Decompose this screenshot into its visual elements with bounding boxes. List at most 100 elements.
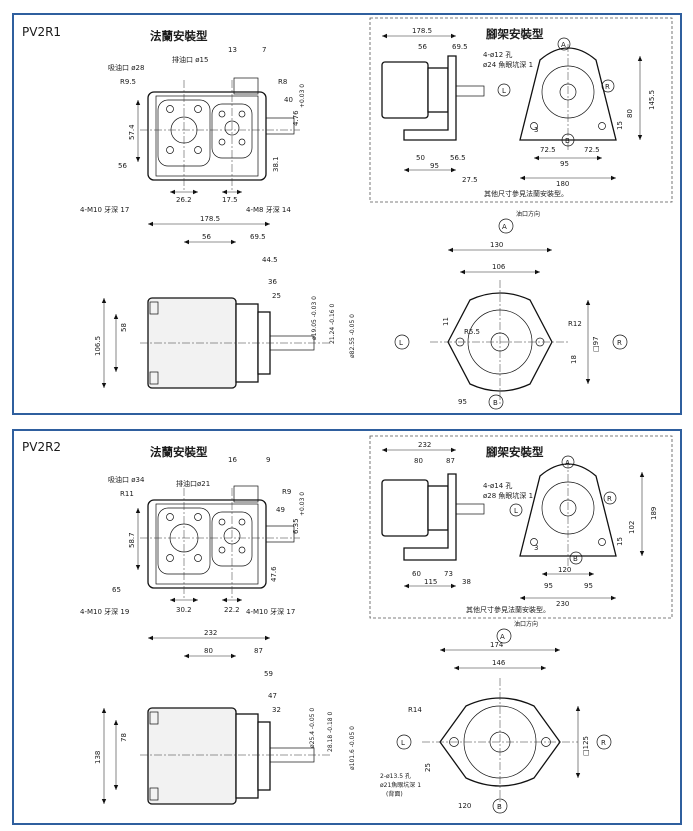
fv-mark-l: L xyxy=(401,739,405,747)
flange-hole-2: ø21魚眼坑深 1 xyxy=(380,781,421,789)
fv-120: 120 xyxy=(458,802,471,810)
fv-mark-a: A xyxy=(500,633,505,641)
ft-95: 95 xyxy=(430,162,439,170)
dim-r: R11 xyxy=(120,490,134,498)
ft-15: 15 xyxy=(616,537,624,546)
sd-36: 36 xyxy=(268,278,277,286)
discharge-label: 排油口 ø15 xyxy=(172,55,208,64)
sd-key: 28.18 -0.18 0 xyxy=(327,711,334,752)
foot-side-shaft xyxy=(455,503,485,515)
sd-44-5: 44.5 xyxy=(262,256,278,264)
ft-80: 80 xyxy=(414,457,423,465)
sd-80: 80 xyxy=(204,647,213,655)
fv-port-dir: 油口方向 xyxy=(516,210,540,218)
foot-mount-title: 腳架安裝型 xyxy=(486,445,544,459)
flange-inner xyxy=(155,95,259,177)
dim-4-76: 4.76 xyxy=(292,110,300,126)
dim-47-6: 47.6 xyxy=(270,566,278,582)
sd-pilot: ø101.6 -0.05 0 xyxy=(349,726,356,770)
fv-18: 18 xyxy=(570,355,578,364)
foot-side-body xyxy=(381,479,429,537)
ft-95a: 95 xyxy=(544,582,553,590)
foot-side-shaft xyxy=(455,85,485,97)
flange-mount-title: 法蘭安裝型 xyxy=(150,445,208,459)
ft-60: 60 xyxy=(412,570,421,578)
foot-side-bracket xyxy=(403,473,457,561)
foot-front-bracket xyxy=(519,47,617,141)
fv-r14: R14 xyxy=(408,706,422,714)
ft-56: 56 xyxy=(418,43,427,51)
dim-13: 13 xyxy=(228,46,237,54)
flange-boss xyxy=(233,485,259,503)
ft-120: 120 xyxy=(558,566,571,574)
dim-r: R9.5 xyxy=(120,78,136,86)
fv-mark-b: B xyxy=(497,803,502,811)
ft-56-5: 56.5 xyxy=(450,154,466,162)
foot-note: 其他尺寸參見法蘭安裝型。 xyxy=(484,189,568,198)
ft-mark-l: L xyxy=(502,87,506,95)
fv-95: 95 xyxy=(458,398,467,406)
model-title: PV2R2 xyxy=(22,440,61,454)
foot-side-body xyxy=(381,61,429,119)
front-view: A 油口方向 174 146 R14 □125 25 120 2-ø13.5 孔… xyxy=(380,620,612,814)
foot-side-bracket xyxy=(403,55,457,141)
ft-15: 15 xyxy=(616,121,624,130)
ft-3: 3 xyxy=(534,126,538,134)
flange-mount-title: 法蘭安裝型 xyxy=(150,29,208,43)
ft-mark-l: L xyxy=(514,507,518,515)
sd-59: 59 xyxy=(264,670,273,678)
sd-shaft: ø25.4 -0.05 0 xyxy=(309,708,316,748)
dim-17-5: 17.5 xyxy=(222,196,238,204)
dim-9: 9 xyxy=(266,456,270,464)
fv-11: 11 xyxy=(442,317,450,326)
ft-mark-a: A xyxy=(565,459,570,467)
ft-95b: 95 xyxy=(584,582,593,590)
fv-r5-5: R5.5 xyxy=(464,328,480,336)
panel-pv2r1: PV2R1 法蘭安裝型 吸油口 ø28 排油口 ø15 R9.5 13 7 R8 xyxy=(12,13,682,415)
fv-174: 174 xyxy=(490,641,504,649)
fv-130: 130 xyxy=(490,241,503,249)
thread-left: 4-M10 牙深 17 xyxy=(80,205,129,214)
ft-72-5a: 72.5 xyxy=(540,146,556,154)
dim-49: 49 xyxy=(276,506,285,514)
foot-hole-1: 4-ø14 孔 xyxy=(483,482,512,490)
dim-7: 7 xyxy=(262,46,266,54)
sd-25: 25 xyxy=(272,292,281,300)
flange-mount-view: 法蘭安裝型 吸油口 ø28 排油口 ø15 R9.5 13 7 R8 40 +0… xyxy=(80,29,306,214)
flange-hole-1: 2-ø13.5 孔 xyxy=(380,772,411,780)
fv-mark-a: A xyxy=(502,223,507,231)
flange-body xyxy=(147,91,267,181)
dim-16: 16 xyxy=(228,456,237,464)
sd-138: 138 xyxy=(94,751,102,764)
fv-25: 25 xyxy=(424,763,432,772)
foot-side-flange xyxy=(427,485,449,531)
flange-boss xyxy=(233,77,259,95)
sd-69-5: 69.5 xyxy=(250,233,266,241)
dim-56: 56 xyxy=(118,162,127,170)
foot-front-bracket xyxy=(519,463,617,557)
dim-30-2: 30.2 xyxy=(176,606,192,614)
discharge-port xyxy=(224,120,240,136)
dim-38-1: 38.1 xyxy=(272,156,280,172)
fv-106: 106 xyxy=(492,263,506,271)
sd-106-5: 106.5 xyxy=(94,336,102,356)
dim-40: 40 xyxy=(284,96,293,104)
ft-50: 50 xyxy=(416,154,425,162)
ft-mark-r: R xyxy=(605,83,610,91)
dim-r9: R9 xyxy=(282,488,291,496)
sd-56: 56 xyxy=(202,233,211,241)
fv-mark-l: L xyxy=(399,339,403,347)
fv-146: 146 xyxy=(492,659,506,667)
side-view: 232 80 87 59 47 32 ø25.4 -0.05 0 28.18 -… xyxy=(94,629,356,805)
model-title: PV2R1 xyxy=(22,25,61,39)
ft-72-5b: 72.5 xyxy=(584,146,600,154)
side-flange xyxy=(257,721,271,791)
ft-232: 232 xyxy=(418,441,431,449)
foot-hole-2: ø28 魚眼坑深 1 xyxy=(483,491,533,500)
sd-32: 32 xyxy=(272,706,281,714)
ft-87: 87 xyxy=(446,457,455,465)
discharge-label: 排油口ø21 xyxy=(176,479,210,488)
suction-label: 吸油口 ø28 xyxy=(108,63,144,72)
dim-65: 65 xyxy=(112,586,121,594)
